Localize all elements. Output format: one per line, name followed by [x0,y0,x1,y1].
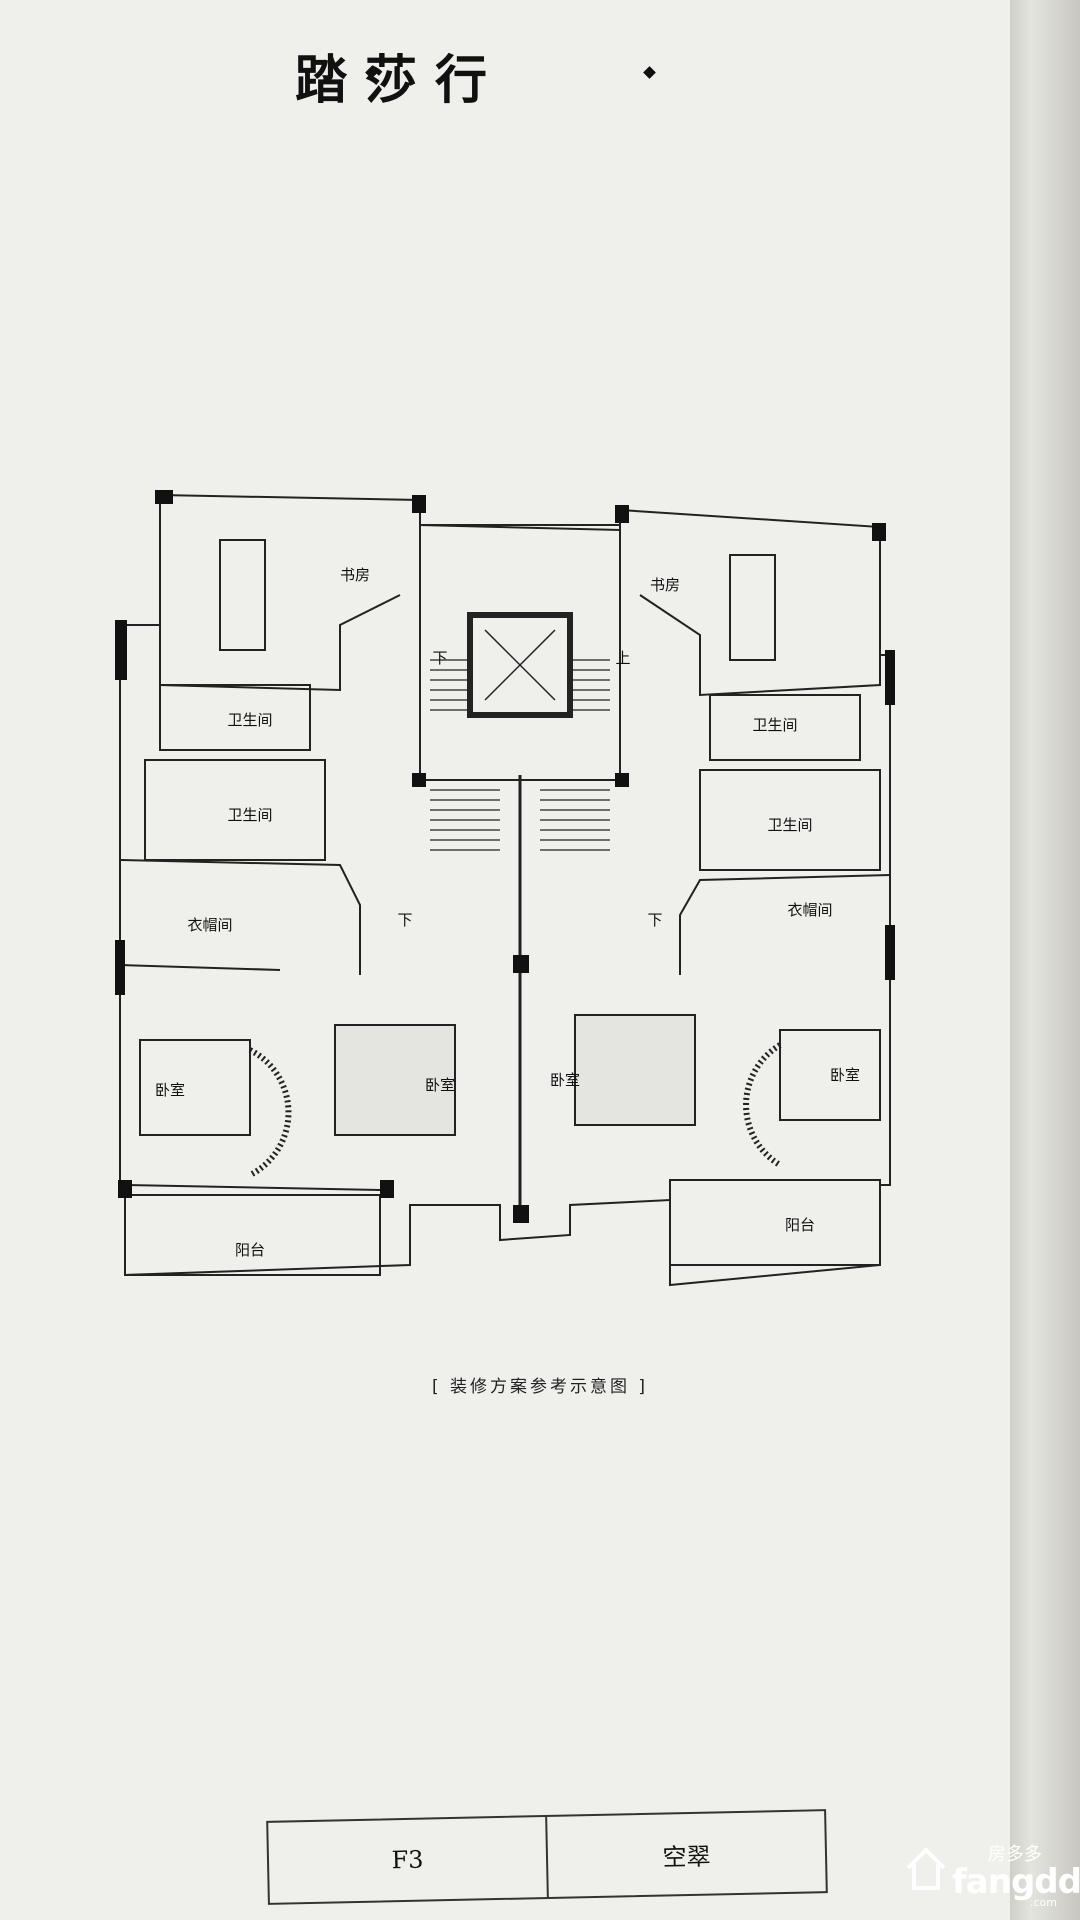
right-curved-rug [743,1042,782,1168]
stair-treads [430,659,610,851]
stair-down-label: 下 [432,649,447,667]
elevator-shaft [467,612,573,718]
left-bathroom-2 [144,759,326,861]
left-curved-rug [248,1047,292,1178]
left-balcony-label: 阳台 [235,1241,265,1259]
center-left-bed [334,1024,456,1136]
unit-name-cell: 空翠 [545,1811,826,1898]
left-bathroom-2-label: 卫生间 [227,806,272,824]
right-bathroom-2 [699,769,881,871]
floor-plan: 书房 书房 卫生间 卫生间 卫生间 卫生间 衣帽间 衣帽间 卧室 卧室 卧室 卧… [100,485,920,1325]
center-right-bed [574,1014,696,1126]
right-study-label: 书房 [650,576,680,594]
watermark: 房多多 fangdd .com [900,1840,1080,1910]
left-closet-label: 衣帽间 [187,916,232,934]
right-bed [779,1029,881,1121]
right-balcony [669,1179,881,1266]
right-balcony-label: 阳台 [785,1216,815,1234]
plan-caption: [ 装修方案参考示意图 ] [431,1377,649,1397]
brochure-page [0,0,1010,1920]
right-closet-label: 衣帽间 [787,901,832,919]
left-stair-down-label: 下 [397,911,412,929]
left-bathroom-1-label: 卫生间 [227,711,272,729]
left-bathroom-1 [159,684,311,751]
watermark-domain: .com [1030,1896,1057,1909]
center-left-bedroom-label: 卧室 [425,1076,455,1094]
house-logo-icon [906,1847,946,1890]
center-right-bedroom-label: 卧室 [550,1071,580,1089]
floor-cell: F3 [391,1845,424,1875]
left-study-label: 书房 [340,566,370,584]
elevator-icon [484,629,556,701]
right-bathroom-1-label: 卫生间 [752,716,797,734]
right-bathroom-1 [709,694,861,761]
structural-columns [115,490,895,1223]
right-bedroom-label: 卧室 [830,1066,860,1084]
watermark-brand-cn: 房多多 [988,1844,1042,1865]
left-study-desk [219,539,266,651]
left-bedroom-label: 卧室 [155,1081,185,1099]
right-study-desk [729,554,776,661]
left-balcony [124,1194,381,1276]
right-closet-wall [679,874,891,975]
right-bathroom-2-label: 卫生间 [767,816,812,834]
left-study-wall [159,495,401,692]
stair-up-label: 上 [615,649,630,667]
right-study-wall [639,527,881,697]
left-bed [139,1039,251,1136]
left-bedroom-top [119,964,281,971]
watermark-brand-en: fangdd [952,1862,1080,1902]
page-title: 踏莎行 [294,50,505,111]
stair-core [419,524,621,781]
plan-footer-table: F3 空翠 [266,1809,828,1905]
right-stair-down-label: 下 [647,911,662,929]
left-bedroom-bottom [124,1184,381,1191]
left-closet-wall [119,859,361,975]
page-edge [1010,0,1080,1920]
